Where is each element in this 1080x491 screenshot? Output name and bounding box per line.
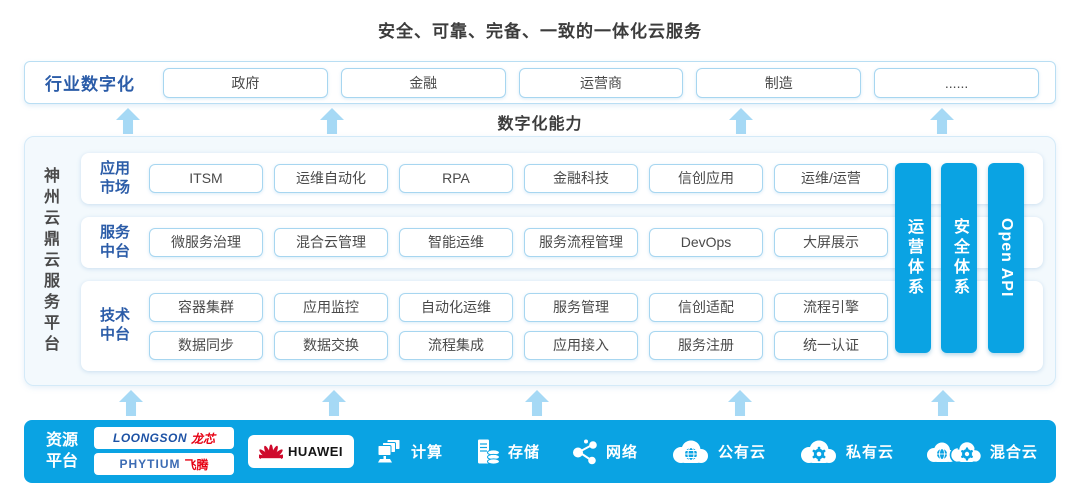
tech-middle-row: 技术中台 容器集群 应用监控 自动化运维 服务管理 信创适配 流程引擎 数据同步… <box>81 281 1043 371</box>
huawei-logo: HUAWEI <box>248 435 354 468</box>
resource-hybrid-cloud: 混合云 <box>925 438 1038 466</box>
tech-item-unified-auth: 统一认证 <box>774 330 888 360</box>
svc-item-aiops: 智能运维 <box>399 228 513 257</box>
industry-items: 政府 金融 运营商 制造 ...... <box>163 67 1039 98</box>
industry-item-finance: 金融 <box>340 67 506 98</box>
app-item-rpa: RPA <box>399 164 513 193</box>
resource-compute: 计算 <box>376 438 443 466</box>
private-cloud-icon <box>800 440 836 463</box>
hybrid-cloud-icon <box>926 440 983 463</box>
loongson-logo: LOONGSON 龙芯 <box>94 427 234 449</box>
resource-bar-label: 资源平台 <box>46 432 79 470</box>
tech-middle-label: 技术中台 <box>99 307 130 343</box>
network-icon <box>572 439 597 464</box>
page-title: 安全、可靠、完备、一致的一体化云服务 <box>378 22 702 41</box>
app-market-row: 应用市场 ITSM 运维自动化 RPA 金融科技 信创应用 运维/运营 <box>81 153 1043 204</box>
industry-item-operator: 运营商 <box>518 67 684 98</box>
phytium-logo: PHYTIUM 飞腾 <box>94 453 234 475</box>
app-item-fintech: 金融科技 <box>524 164 638 193</box>
tech-item-app-access: 应用接入 <box>524 330 638 360</box>
service-middle-items: 微服务治理 混合云管理 智能运维 服务流程管理 DevOps 大屏展示 <box>149 228 888 257</box>
service-middle-label: 服务中台 <box>99 223 130 260</box>
public-cloud-icon <box>672 440 708 463</box>
tech-item-workflow-engine: 流程引擎 <box>774 292 888 322</box>
storage-icon <box>477 439 500 465</box>
up-arrow-icon <box>728 390 752 416</box>
svc-item-dashboard: 大屏展示 <box>774 228 888 257</box>
huawei-flower-icon <box>259 444 283 461</box>
platform-side-label: 神州云鼎云服务平台 <box>41 166 58 356</box>
industry-row: 行业数字化 政府 金融 运营商 制造 ...... <box>24 61 1056 104</box>
industry-item-manufacturing: 制造 <box>696 67 862 98</box>
svc-item-devops: DevOps <box>649 228 763 257</box>
pillar-open-api: Open API <box>988 163 1024 353</box>
tech-item-flow-integration: 流程集成 <box>399 330 513 360</box>
tech-item-auto-ops: 自动化运维 <box>399 292 513 322</box>
resource-items: 计算 存储 <box>376 420 1038 483</box>
tech-item-data-sync: 数据同步 <box>149 330 263 360</box>
resource-storage: 存储 <box>474 438 540 466</box>
pillar-security-system: 安全体系 <box>941 163 977 353</box>
resource-bar: 资源平台 LOONGSON 龙芯 PHYTIUM 飞腾 <box>24 420 1056 483</box>
tech-item-app-monitor: 应用监控 <box>274 292 388 322</box>
app-market-items: ITSM 运维自动化 RPA 金融科技 信创应用 运维/运营 <box>149 164 888 193</box>
svc-item-microservice: 微服务治理 <box>149 228 263 257</box>
up-arrow-icon <box>322 390 346 416</box>
svc-item-hybrid-mgmt: 混合云管理 <box>274 228 388 257</box>
up-arrow-icon <box>931 390 955 416</box>
tech-item-svc-mgmt: 服务管理 <box>524 292 638 322</box>
service-middle-row: 服务中台 微服务治理 混合云管理 智能运维 服务流程管理 DevOps 大屏展示 <box>81 217 1043 268</box>
tech-item-data-exchange: 数据交换 <box>274 330 388 360</box>
app-item-itsm: ITSM <box>149 164 263 193</box>
app-item-ops-automation: 运维自动化 <box>274 164 388 193</box>
industry-row-label: 行业数字化 <box>45 75 135 94</box>
industry-item-more: ...... <box>874 67 1039 98</box>
app-market-label: 应用市场 <box>99 159 130 196</box>
vendor-logos: LOONGSON 龙芯 PHYTIUM 飞腾 <box>94 427 234 475</box>
app-item-ops: 运维/运营 <box>774 164 888 193</box>
compute-icon <box>377 438 401 462</box>
tech-item-xinchuang-adapt: 信创适配 <box>649 292 763 322</box>
capability-label: 数字化能力 <box>497 116 583 133</box>
tech-item-container: 容器集群 <box>149 292 263 322</box>
resource-private-cloud: 私有云 <box>797 438 894 466</box>
platform-container: 神州云鼎云服务平台 应用市场 ITSM 运维自动化 RPA 金融科技 信创应用 … <box>24 136 1056 386</box>
tech-middle-items: 容器集群 应用监控 自动化运维 服务管理 信创适配 流程引擎 数据同步 数据交换… <box>149 292 888 360</box>
industry-item-government: 政府 <box>163 67 328 98</box>
up-arrow-icon <box>119 390 143 416</box>
pillar-operation-system: 运营体系 <box>895 163 931 353</box>
svc-item-itil: 服务流程管理 <box>524 228 638 257</box>
tech-item-svc-registry: 服务注册 <box>649 330 763 360</box>
app-item-xinchuang-app: 信创应用 <box>649 164 763 193</box>
up-arrow-icon <box>525 390 549 416</box>
resource-network: 网络 <box>571 438 638 466</box>
resource-public-cloud: 公有云 <box>669 438 766 466</box>
